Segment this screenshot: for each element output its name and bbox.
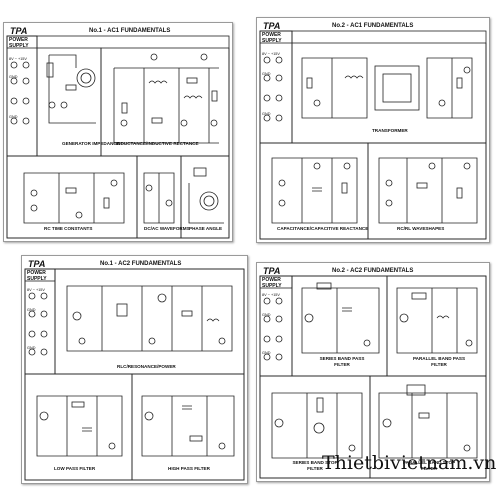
section-label: LOW PASS FILTER: [54, 466, 96, 471]
power-supply-label: POWER SUPPLY: [9, 37, 29, 49]
power-supply-label: POWER SUPPLY: [27, 270, 47, 282]
trainer-board-ac1-no1: TPA No.1 - AC1 FUNDAMENTALS POWER SUPPLY…: [3, 22, 233, 242]
section-label: INDUCTANCE/INDUCTIVE RECTANCE: [116, 141, 199, 146]
board-3-schematic: [24, 268, 245, 481]
board-title: No.2 - AC2 FUNDAMENTALS: [332, 268, 414, 274]
section-label: HIGH PASS FILTER: [168, 466, 210, 471]
trainer-board-ac2-no2: TPA No.2 - AC2 FUNDAMENTALS POWER SUPPLY…: [256, 262, 490, 482]
section-label: RC/RL WAVESHAPES: [397, 226, 445, 231]
section-label: DC/AC WAVEFORMS: [144, 226, 190, 231]
board-title: No.1 - AC2 FUNDAMENTALS: [100, 261, 182, 267]
brand-logo: TPA: [263, 21, 281, 31]
section-label: PARALLEL BAND PASS FILTER: [412, 356, 466, 367]
board-title: No.1 - AC1 FUNDAMENTALS: [89, 28, 171, 34]
board-2-schematic: [259, 30, 487, 240]
watermark-text: Thietbivietnam.vn: [322, 452, 497, 474]
section-label: RC TIME CONSTANTS: [44, 226, 93, 231]
section-label: PHASE ANGLE: [189, 226, 223, 231]
brand-logo: TPA: [263, 266, 281, 276]
trainer-board-ac1-no2: TPA No.2 - AC1 FUNDAMENTALS POWER SUPPLY…: [256, 17, 490, 243]
terminal-label: GND: [262, 351, 271, 355]
terminal-label: GND: [9, 75, 18, 79]
power-supply-label: POWER SUPPLY: [262, 277, 282, 289]
terminal-label: 8V ~ +15V: [262, 293, 280, 297]
terminal-label: 8V ~ +15V: [262, 52, 280, 56]
power-supply-label: POWER SUPPLY: [262, 32, 282, 44]
section-label: SERIES BAND STOP FILTER: [292, 460, 338, 471]
terminal-label: GND: [262, 313, 271, 317]
board-1-schematic: [6, 35, 230, 239]
terminal-label: GND: [262, 112, 271, 116]
section-label: SERIES BAND PASS FILTER: [319, 356, 365, 367]
terminal-label: 8V ~ +15V: [27, 288, 45, 292]
section-label: PARALLEL BAND STOP FILTER: [402, 460, 456, 471]
brand-logo: TPA: [10, 26, 28, 36]
section-label: RLC/RESONANCE/POWER: [117, 364, 176, 369]
brand-logo: TPA: [28, 259, 46, 269]
trainer-board-ac2-no1: TPA No.1 - AC2 FUNDAMENTALS POWER SUPPLY…: [21, 255, 248, 484]
terminal-label: GND: [27, 346, 36, 350]
board-title: No.2 - AC1 FUNDAMENTALS: [332, 23, 414, 29]
terminal-label: GND: [27, 308, 36, 312]
section-label: GENERATOR IMPEDANCE: [62, 141, 120, 146]
terminal-label: 8V ~ +15V: [9, 57, 27, 61]
terminal-label: GND: [262, 72, 271, 76]
section-label: CAPACITANCE/CAPACITIVE REACTANCE: [277, 226, 369, 231]
section-label: TRANSFORMER: [372, 128, 408, 133]
board-4-schematic: [259, 275, 487, 479]
terminal-label: GND: [9, 115, 18, 119]
